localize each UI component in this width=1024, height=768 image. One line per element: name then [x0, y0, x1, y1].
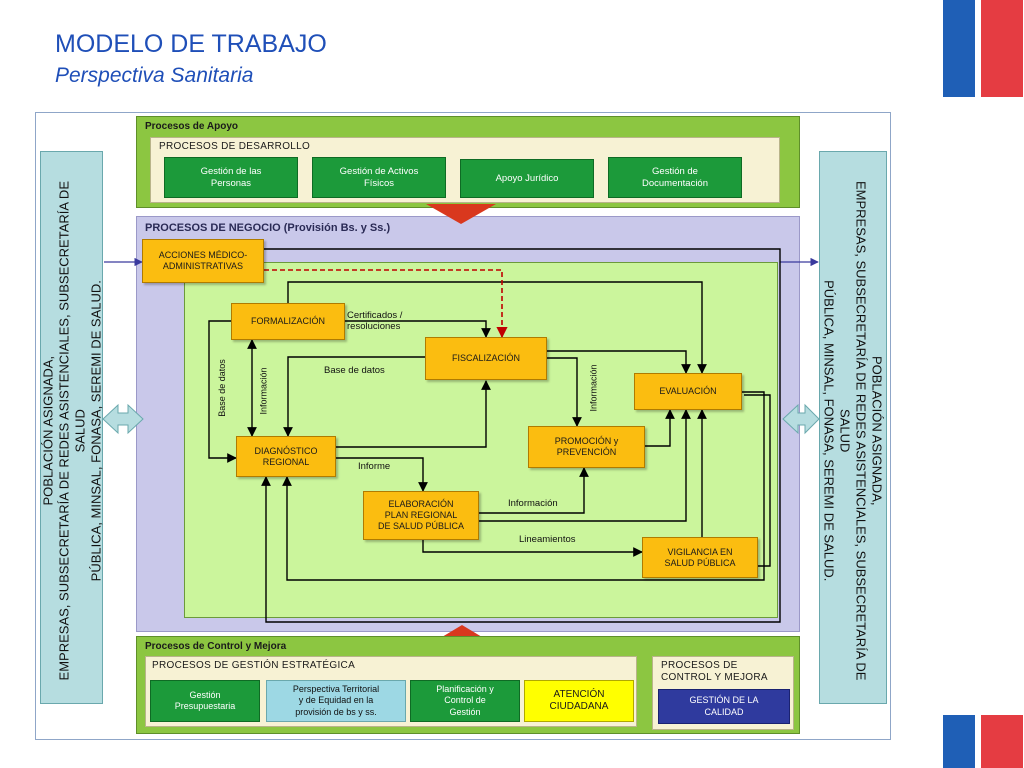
- control-processes-title: Procesos de Control y Mejora: [145, 641, 287, 652]
- node-vigilancia-line2: SALUD PÚBLICA: [664, 557, 736, 568]
- page-title: MODELO DE TRABAJO: [55, 30, 327, 58]
- label-certificados-line2: resoluciones: [347, 320, 401, 332]
- control-box-planificacion-line2: Control de: [444, 695, 486, 706]
- control-box-perspectiva-line3: provisión de bs y ss.: [295, 706, 377, 717]
- support-box-activos-line2: Físicos: [363, 177, 395, 189]
- control-box-presupuestaria-line1: Gestión: [189, 689, 221, 700]
- support-box-juridico-line1: Apoyo Jurídico: [495, 172, 559, 184]
- node-acciones-line2: ADMINISTRATIVAS: [162, 261, 244, 271]
- left-exchange-arrow: [102, 403, 144, 435]
- elaboracion-vigilancia-connector: [422, 540, 643, 557]
- acciones-loop-connector: [261, 248, 781, 623]
- label-informe: Informe: [358, 461, 391, 472]
- label-certificados: Certificados /resoluciones: [347, 310, 403, 333]
- node-elaboracion-line2: PLAN REGIONAL: [384, 510, 458, 521]
- fiscalizacion-promocion-connector: [547, 357, 582, 427]
- diagnostico-elaboracion-connector: [336, 457, 428, 492]
- diagnostico-fiscalizacion-connector: [336, 380, 491, 448]
- node-acciones-medico-administrativas: ACCIONES MÉDICO-ADMINISTRATIVAS: [142, 239, 264, 283]
- node-evaluacion: EVALUACIÓN: [634, 373, 742, 410]
- node-diagnostico-line2: REGIONAL: [262, 456, 310, 467]
- label-informacion-vertical-right: Información: [588, 364, 599, 412]
- left-stakeholders-panel: [40, 151, 103, 704]
- node-elaboracion-line1: ELABORACIÓN: [388, 499, 454, 510]
- quality-processes-title-line2: CONTROL Y MEJORA: [661, 672, 768, 683]
- elaboracion-promocion-connector: [479, 467, 589, 514]
- support-box-documentacion-line2: Documentación: [641, 177, 708, 189]
- formalizacion-diagnostico-left-connector: [208, 320, 237, 463]
- node-promocion-line1: PROMOCIÓN y: [554, 436, 619, 447]
- promocion-evaluacion-connector: [645, 409, 675, 447]
- control-box-perspectiva-line1: Perspectiva Territorial: [292, 684, 380, 695]
- quality-processes-title-line1: PROCESOS DE: [661, 660, 738, 671]
- control-box-atencion-line2: CIUDADANA: [549, 701, 609, 712]
- elaboracion-evaluacion-connector: [479, 409, 691, 522]
- node-promocion-line2: PREVENCIÓN: [556, 447, 617, 457]
- right-stakeholders-panel: [819, 151, 887, 704]
- business-processes-title: PROCESOS DE NEGOCIO (Provisión Bs. y Ss.…: [145, 222, 391, 234]
- label-certificados-line1: Certificados /: [347, 310, 403, 321]
- control-box-planificacion-line1: Planificación y: [436, 684, 494, 695]
- vigilancia-feedback-connector: [744, 394, 771, 567]
- right-exchange-arrow: [782, 403, 820, 435]
- support-to-business-arrow: [426, 204, 496, 224]
- formalizacion-evaluacion-connector: [287, 281, 707, 374]
- node-formalizacion: FORMALIZACIÓN: [231, 303, 345, 340]
- node-vigilancia-line1: VIGILANCIA EN: [667, 546, 733, 557]
- support-box-juridico: Apoyo Jurídico: [460, 159, 594, 198]
- node-acciones-line1: ACCIONES MÉDICO-: [158, 250, 248, 261]
- node-elaboracion-line3: DE SALUD PÚBLICA: [377, 520, 465, 531]
- fiscalizacion-diagnostico-connector: [283, 356, 425, 437]
- control-box-calidad-line2: CALIDAD: [704, 706, 744, 717]
- support-box-personas-line2: Personas: [210, 177, 252, 189]
- support-box-personas-line1: Gestión de las: [200, 166, 262, 178]
- control-box-atencion-line1: ATENCIÓN: [553, 688, 605, 700]
- label-base-de-datos-vertical: Base de datos: [216, 359, 227, 417]
- label-lineamientos: Lineamientos: [519, 534, 576, 545]
- formalizacion-fiscalizacion-connector: [345, 320, 491, 338]
- control-box-perspectiva-line2: y de Equidad en la: [298, 695, 374, 706]
- node-fiscalizacion-label: FISCALIZACIÓN: [451, 353, 520, 364]
- fiscalizacion-evaluacion-connector: [547, 350, 691, 374]
- strategic-processes-title: PROCESOS DE GESTIÓN ESTRATÉGICA: [152, 660, 356, 671]
- control-box-planificacion-line3: Gestión: [449, 706, 481, 717]
- control-box-presupuestaria-line2: Presupuestaria: [174, 701, 236, 711]
- support-box-documentacion-line1: Gestión de: [652, 166, 698, 178]
- flag-top-decoration: [943, 0, 1023, 97]
- control-box-calidad-line1: GESTIÓN DE LA: [689, 695, 759, 706]
- support-processes-title: Procesos de Apoyo: [145, 121, 238, 132]
- evaluacion-feedback-connector: [282, 391, 765, 581]
- label-informacion: Información: [508, 498, 558, 509]
- node-fiscalizacion: FISCALIZACIÓN: [425, 337, 547, 380]
- node-formalizacion-label: FORMALIZACIÓN: [250, 316, 325, 327]
- page-subtitle: Perspectiva Sanitaria: [55, 64, 254, 87]
- development-processes-title: PROCESOS DE DESARROLLO: [159, 141, 311, 152]
- node-evaluacion-label: EVALUACIÓN: [659, 386, 717, 397]
- label-informacion-vertical-left: Información: [258, 367, 269, 415]
- support-box-activos-line1: Gestión de Activos: [339, 166, 419, 178]
- flag-bottom-decoration: [943, 715, 1023, 768]
- diagram-frame: [35, 112, 891, 740]
- acciones-fiscalizacion-dashed-connector: [264, 269, 508, 339]
- node-diagnostico-line1: DIAGNÓSTICO: [254, 445, 318, 456]
- label-base-de-datos: Base de datos: [324, 365, 385, 376]
